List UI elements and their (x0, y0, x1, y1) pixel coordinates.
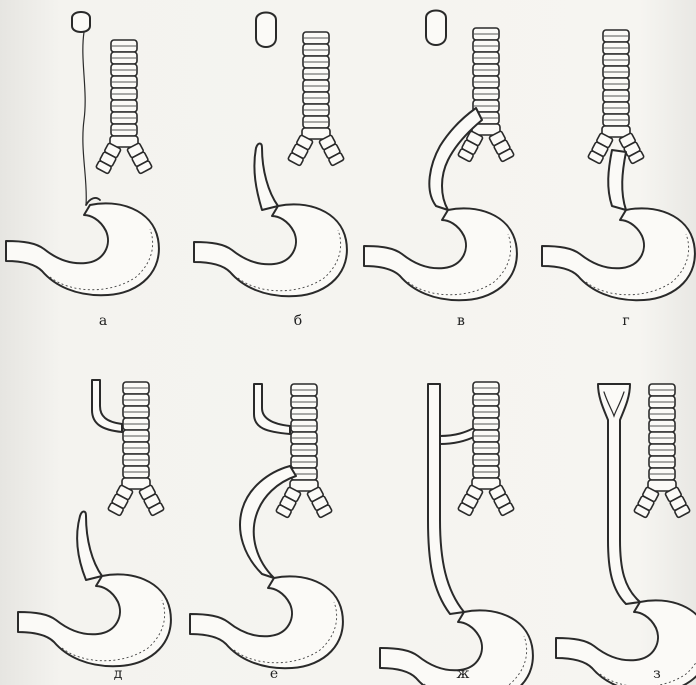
panel-e: е (190, 384, 343, 682)
panel-zh: ж (380, 382, 533, 685)
label-b: б (294, 313, 302, 329)
panel-d: д (18, 380, 171, 682)
panel-g: г (542, 30, 695, 329)
label-v: в (457, 313, 465, 329)
label-z: з (653, 666, 661, 682)
panel-v: в (364, 11, 517, 330)
panel-a: а (6, 12, 159, 329)
label-d: д (114, 666, 123, 682)
label-zh: ж (457, 666, 470, 682)
label-g: г (622, 313, 629, 329)
label-a: а (99, 313, 107, 329)
panel-z: з (556, 384, 696, 685)
label-e: е (270, 666, 278, 682)
panel-b: б (194, 13, 347, 330)
